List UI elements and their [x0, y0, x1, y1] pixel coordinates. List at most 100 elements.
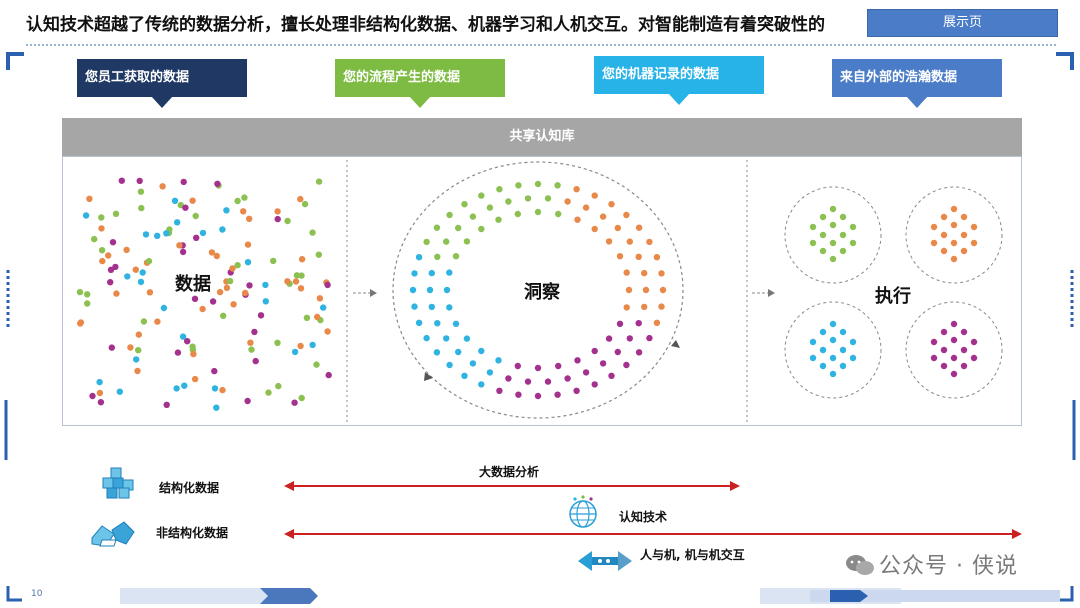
dot	[189, 343, 196, 350]
dot	[274, 339, 281, 346]
dot	[582, 369, 590, 376]
dot	[433, 224, 441, 231]
dot	[320, 304, 327, 311]
dot	[940, 213, 948, 221]
dot	[142, 231, 150, 238]
dot	[970, 338, 978, 346]
dot	[176, 242, 183, 249]
dot	[246, 215, 253, 222]
dot	[244, 397, 251, 405]
dot	[89, 392, 96, 400]
dot	[446, 361, 453, 369]
dot	[428, 303, 435, 311]
execute-cluster-blue-ring	[784, 301, 882, 399]
dot	[950, 336, 958, 344]
dot	[247, 339, 254, 346]
dot	[229, 265, 236, 272]
dot	[191, 295, 199, 302]
dot	[284, 278, 291, 285]
dot	[960, 346, 968, 354]
show-page-button[interactable]: 展示页	[867, 9, 1058, 37]
dot	[99, 257, 106, 265]
dot	[324, 281, 331, 289]
dot	[960, 231, 968, 239]
dot	[960, 362, 968, 370]
arrow-big-data-analysis	[284, 481, 740, 491]
dot	[829, 320, 837, 328]
dot	[486, 369, 494, 376]
dot	[534, 208, 542, 216]
dot	[495, 216, 502, 223]
dot	[478, 381, 485, 388]
cognitive-tech-label: 认知技术	[619, 510, 668, 524]
dot	[555, 362, 562, 370]
dot	[301, 200, 309, 208]
dot	[298, 272, 305, 279]
dot	[554, 391, 561, 398]
dot	[940, 346, 948, 354]
dot	[257, 312, 265, 319]
dot	[443, 286, 451, 294]
source-process-data: 您的流程产生的数据	[335, 59, 505, 108]
dot	[219, 226, 226, 233]
dot	[211, 367, 218, 375]
dot	[98, 247, 106, 254]
dot	[234, 262, 241, 269]
dot	[411, 303, 418, 310]
dot	[298, 256, 306, 263]
dot	[139, 269, 146, 276]
dot	[244, 241, 252, 248]
dot	[84, 291, 91, 298]
dot	[433, 349, 441, 356]
dot	[190, 350, 197, 358]
dot	[646, 238, 653, 246]
dot	[415, 319, 423, 326]
dot	[574, 357, 581, 364]
dot	[839, 247, 847, 255]
dot	[428, 269, 435, 277]
interaction-label: 人与机, 机与机交互	[640, 548, 745, 562]
dot	[219, 386, 226, 394]
dot	[930, 338, 938, 346]
dot	[950, 320, 958, 328]
dot	[297, 195, 304, 203]
dot	[77, 319, 85, 326]
dot	[163, 230, 170, 237]
dot	[608, 372, 615, 379]
dot	[599, 360, 607, 367]
dot	[199, 305, 206, 313]
dot	[324, 328, 331, 335]
dot	[495, 357, 502, 364]
dot	[97, 399, 105, 406]
dot	[248, 346, 255, 353]
dot	[216, 288, 224, 296]
source-employee-data: 您员工获取的数据	[77, 59, 247, 108]
dot	[524, 378, 532, 385]
dot	[96, 378, 103, 386]
dot	[635, 349, 643, 356]
dot	[642, 286, 650, 294]
dot	[819, 231, 827, 239]
dot	[819, 346, 827, 354]
watermark: 公众号 · 侠说	[845, 548, 1018, 580]
stage-insight-label: 洞察	[524, 282, 560, 303]
dot	[940, 328, 948, 336]
dot	[564, 198, 571, 205]
source-external-label: 来自外部的浩瀚数据	[840, 70, 958, 85]
dot	[486, 204, 494, 211]
execute-cluster-green-ring	[784, 186, 882, 284]
dot	[829, 255, 837, 263]
dot	[91, 235, 98, 243]
dot	[211, 385, 219, 392]
dot	[265, 389, 272, 396]
dot	[614, 224, 621, 232]
dot	[605, 238, 613, 245]
dot	[171, 197, 179, 204]
dot	[641, 303, 648, 311]
dot	[614, 348, 621, 356]
dot	[809, 354, 817, 362]
slide-headline: 认知技术超越了传统的数据分析，擅长处理非结构化数据、机器学习和人机交互。对智能制…	[26, 15, 825, 35]
dot	[240, 208, 247, 215]
dot	[573, 186, 580, 193]
unstructured-data-icon	[91, 521, 135, 547]
